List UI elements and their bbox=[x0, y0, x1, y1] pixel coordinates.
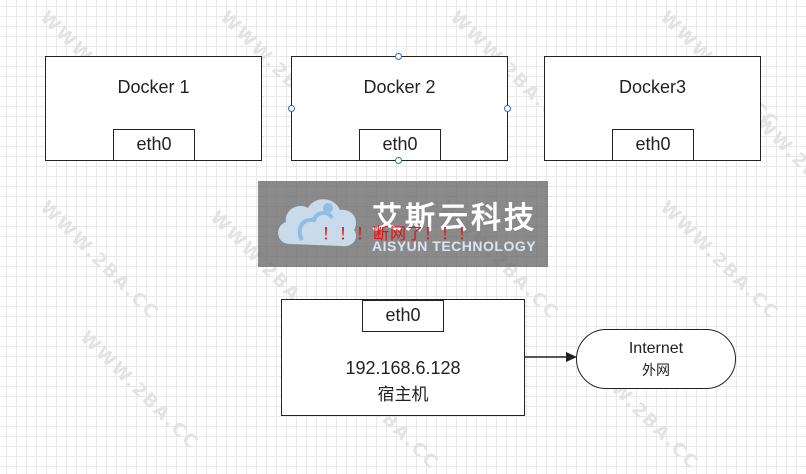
internet-subtitle: 外网 bbox=[642, 363, 670, 379]
watermark-cn-text: 艾斯云科技 bbox=[372, 201, 537, 236]
host-name-label: 宿主机 bbox=[377, 385, 429, 405]
host-ip-label: 192.168.6.128 bbox=[345, 358, 461, 378]
docker-2-node[interactable]: Docker 2 eth0 bbox=[291, 56, 508, 161]
repeat-watermark-text: WWW.2BA.CC bbox=[75, 326, 203, 455]
docker-2-label: Docker 2 bbox=[363, 77, 436, 97]
internet-title: Internet bbox=[628, 340, 684, 357]
host-node[interactable]: eth0 192.168.6.128 宿主机 bbox=[281, 299, 525, 416]
docker-3-eth0[interactable]: eth0 bbox=[612, 129, 694, 161]
docker-1-eth0[interactable]: eth0 bbox=[113, 129, 195, 161]
selection-handle-left[interactable] bbox=[288, 105, 295, 112]
internet-node[interactable]: Internet 外网 bbox=[576, 329, 736, 389]
watermark-en-text: AISYUN TECHNOLOGY bbox=[372, 238, 537, 254]
selection-handle-bottom[interactable] bbox=[395, 157, 402, 164]
docker-1-label: Docker 1 bbox=[117, 77, 190, 97]
network-down-alert: ！！！断网了！！！ bbox=[322, 224, 476, 243]
docker-3-node[interactable]: Docker3 eth0 bbox=[544, 56, 761, 161]
repeat-watermark-text: WWW.2BA.CC bbox=[35, 196, 163, 325]
repeat-watermark-text: WWW.2BA.CC bbox=[655, 196, 783, 325]
selection-handle-right[interactable] bbox=[504, 105, 511, 112]
host-eth0[interactable]: eth0 bbox=[362, 300, 444, 332]
docker-2-eth0[interactable]: eth0 bbox=[359, 129, 441, 161]
selection-handle-top[interactable] bbox=[395, 53, 402, 60]
docker-3-label: Docker3 bbox=[618, 77, 687, 97]
host-to-internet-arrow[interactable] bbox=[524, 350, 580, 366]
cloud-logo-icon bbox=[278, 199, 357, 247]
docker-1-node[interactable]: Docker 1 eth0 bbox=[45, 56, 262, 161]
